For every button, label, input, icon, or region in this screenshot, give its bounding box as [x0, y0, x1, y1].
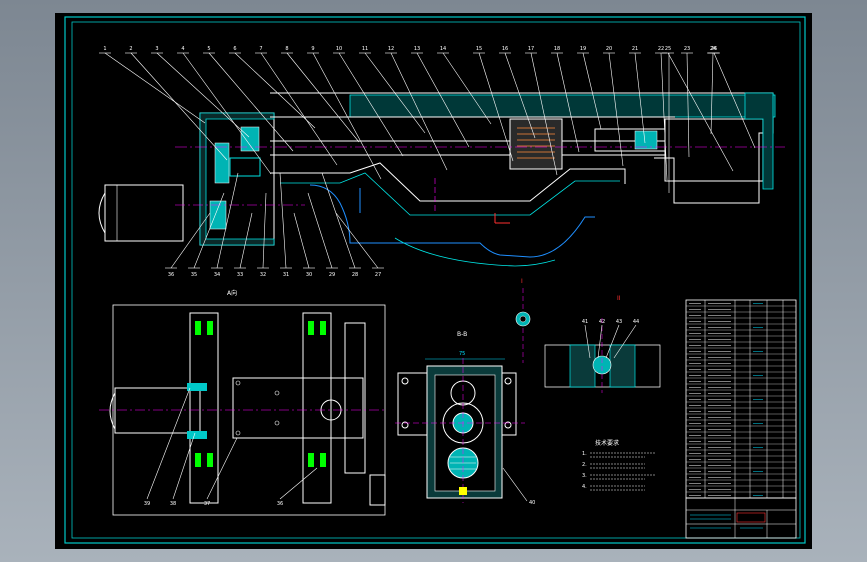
part-number-35: 35 — [191, 272, 197, 278]
part-number-24: 24 — [710, 46, 716, 52]
parts-list-table — [685, 299, 797, 499]
technical-requirements: 技术要求 1. 2. 3. 4. — [582, 439, 655, 491]
part-number-12: 12 — [388, 46, 394, 52]
detail-mark-2: II — [617, 295, 621, 302]
part-number-32: 32 — [260, 272, 266, 278]
part-number-6: 6 — [233, 46, 236, 52]
part-number-39: 39 — [144, 501, 150, 507]
part-number-34: 34 — [214, 272, 220, 278]
part-number-17: 17 — [528, 46, 534, 52]
plan-main-block — [232, 377, 364, 439]
part-number-29: 29 — [329, 272, 335, 278]
detail-leader-lines — [584, 324, 637, 359]
section-part-number: 40 — [529, 500, 535, 506]
part-number-10: 10 — [336, 46, 342, 52]
gear-1 — [214, 142, 230, 184]
part-number-21: 21 — [632, 46, 638, 52]
tech-notes-lines: 1. 2. 3. 4. — [582, 451, 655, 491]
detail-views: I II 41 42 43 44 — [515, 278, 661, 393]
part-number-9: 9 — [311, 46, 314, 52]
part-number-33: 33 — [237, 272, 243, 278]
nut-block — [509, 118, 563, 170]
part-number-43: 43 — [616, 319, 622, 325]
plan-leader-lines — [146, 387, 318, 500]
part-number-31: 31 — [283, 272, 289, 278]
title-block — [685, 497, 797, 539]
part-number-25: 25 — [665, 46, 671, 52]
part-number-8: 8 — [285, 46, 288, 52]
part-number-19: 19 — [580, 46, 586, 52]
plan-view: A向 39 38 37 36 — [99, 289, 386, 516]
gear-2 — [209, 200, 227, 230]
part-number-42: 42 — [599, 319, 605, 325]
part-number-36: 36 — [168, 272, 174, 278]
tech-note-4: 4. — [582, 484, 587, 490]
part-number-37: 37 — [204, 501, 210, 507]
gear-3 — [240, 126, 260, 152]
part-number-44: 44 — [633, 319, 639, 325]
plan-view-title: A向 — [227, 289, 237, 297]
part-number-18: 18 — [554, 46, 560, 52]
part-number-27: 27 — [375, 272, 381, 278]
part-number-36: 36 — [277, 501, 283, 507]
part-number-16: 16 — [502, 46, 508, 52]
part-number-28: 28 — [352, 272, 358, 278]
tech-note-1: 1. — [582, 451, 587, 457]
plan-part-numbers: 39 38 37 36 — [144, 501, 283, 507]
part-number-15: 15 — [476, 46, 482, 52]
tech-notes-title: 技术要求 — [595, 439, 619, 447]
part-number-4: 4 — [181, 46, 184, 52]
part-number-13: 13 — [414, 46, 420, 52]
section-dim-top: 75 — [459, 351, 465, 357]
motor-body — [104, 184, 184, 242]
outer-frame — [64, 16, 806, 544]
part-number-41: 41 — [582, 319, 588, 325]
part-number-11: 11 — [362, 46, 368, 52]
tech-note-2: 2. — [582, 462, 587, 468]
parts-list — [685, 299, 797, 499]
plan-motor — [114, 387, 201, 434]
part-number-5: 5 — [207, 46, 210, 52]
section-view-title: B-B — [457, 331, 467, 338]
detail-mark-1: I — [521, 278, 523, 285]
bottom-leader-lines — [165, 172, 384, 269]
part-number-7: 7 — [259, 46, 262, 52]
detail-part-numbers: 41 42 43 44 — [582, 319, 639, 325]
part-number-3: 3 — [155, 46, 158, 52]
part-number-14: 14 — [440, 46, 446, 52]
part-number-2: 2 — [129, 46, 132, 52]
part-number-23: 23 — [684, 46, 690, 52]
part-number-30: 30 — [306, 272, 312, 278]
section-view-bb: B-B 75 40 — [395, 331, 535, 506]
part-number-22: 22 — [658, 46, 664, 52]
part-number-26: 26 — [711, 46, 717, 52]
part-number-38: 38 — [170, 501, 176, 507]
part-number-1: 1 — [103, 46, 106, 52]
tech-note-3: 3. — [582, 473, 587, 479]
inner-frame — [71, 21, 801, 539]
lower-casting — [270, 162, 626, 202]
part-number-20: 20 — [606, 46, 612, 52]
parts-list-rows — [686, 303, 796, 499]
bottom-part-numbers: 36 35 34 33 32 31 30 29 28 27 — [168, 272, 381, 278]
top-leader-lines — [99, 52, 756, 181]
base-profile — [309, 184, 595, 258]
